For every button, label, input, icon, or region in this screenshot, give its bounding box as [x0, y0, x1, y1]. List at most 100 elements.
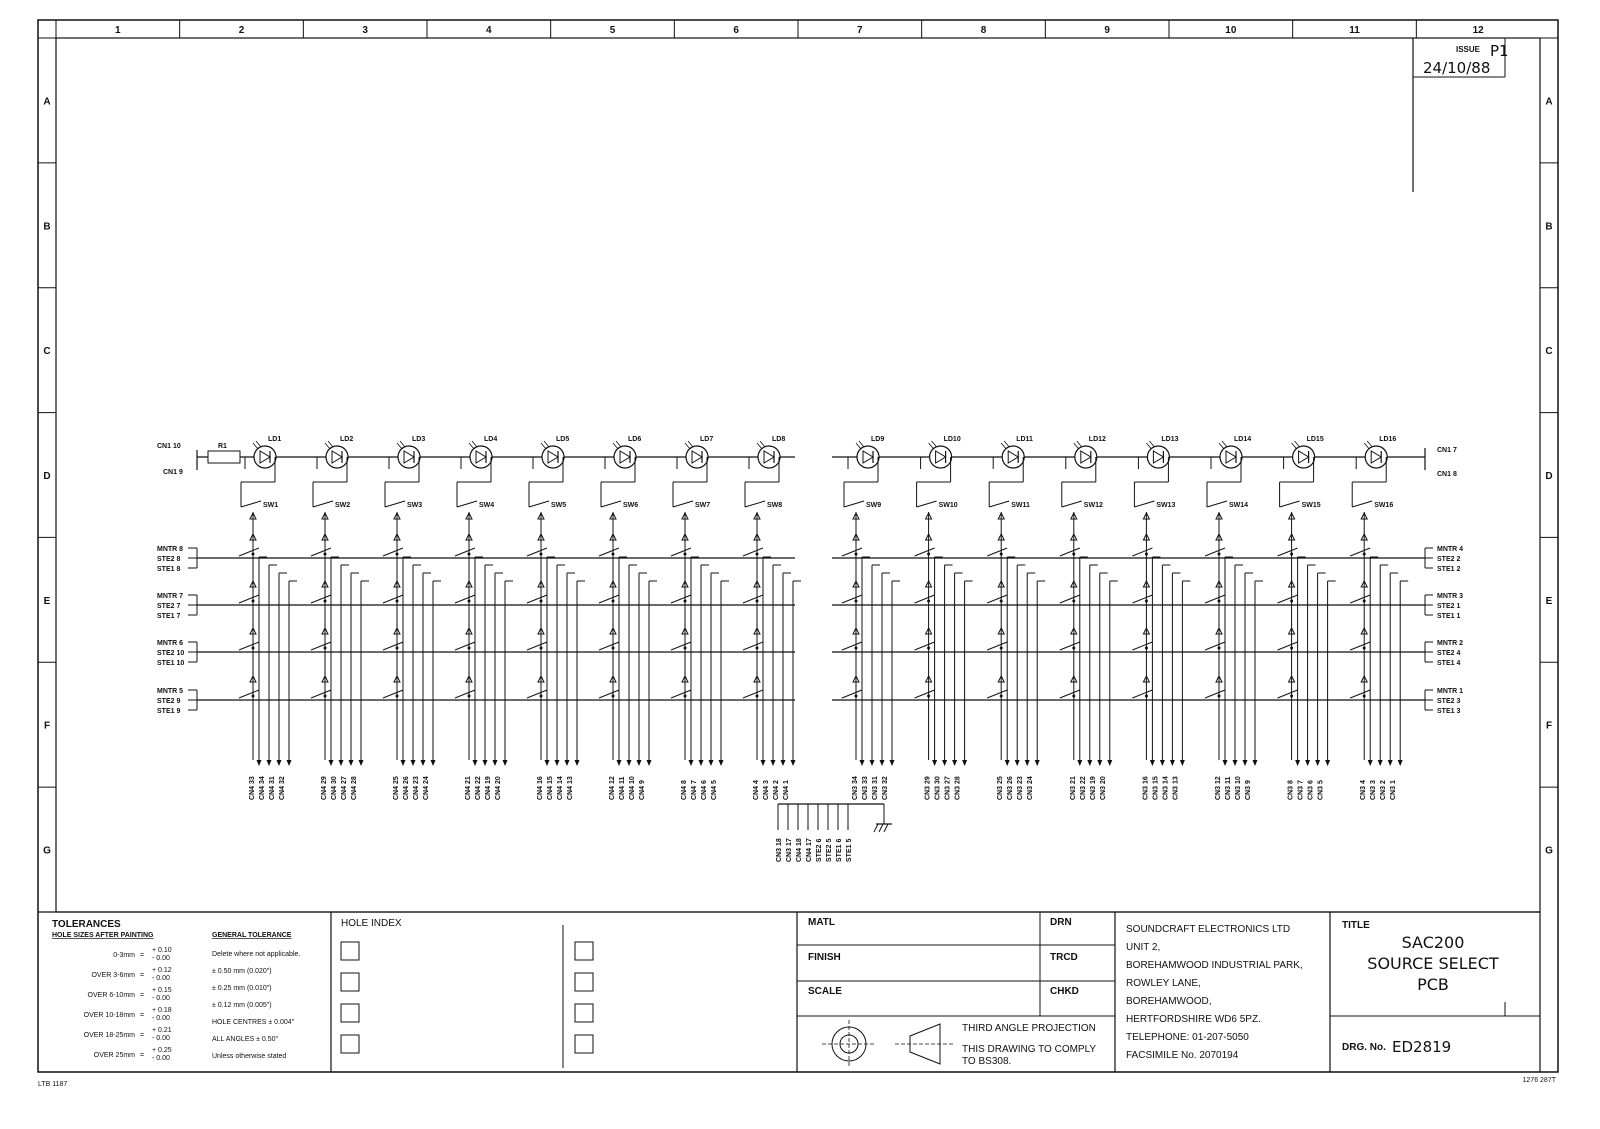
switch-contact [238, 641, 260, 651]
switch-contact [312, 500, 334, 508]
chkd-label: CHKD [1050, 986, 1079, 997]
pin-label: CN4 14 [557, 776, 564, 800]
led-label: LD14 [1234, 436, 1251, 443]
bus-left-label: MNTR 7 [157, 593, 183, 600]
led-icon [757, 445, 781, 469]
switch-contact [987, 689, 1008, 699]
switch-label: SW8 [767, 502, 782, 509]
led-ray [855, 442, 862, 450]
led-icon [253, 445, 277, 469]
led-ray [687, 440, 694, 448]
grid-row-label-left: A [43, 96, 50, 107]
switch-contact [1132, 594, 1153, 604]
tolerance-plus: + 0.10 [152, 947, 172, 954]
pin-label: CN4 6 [701, 780, 708, 800]
led-icon [541, 445, 565, 469]
pin-label: CN4 11 [619, 777, 626, 800]
ground-icon [873, 823, 879, 833]
switch-contact [987, 547, 1008, 557]
switch-contact [914, 547, 935, 557]
grid-row-label-right: F [1546, 721, 1552, 732]
grid-row-label-left: B [43, 221, 50, 232]
general-tolerance-item: ± 0.50 mm (0.020") [212, 968, 272, 975]
ground-pin-label: CN3 17 [786, 838, 793, 862]
grid-column-label: 8 [981, 25, 987, 36]
pin-label: CN3 12 [1215, 776, 1222, 800]
switch-contact [1061, 500, 1082, 508]
company-line: ROWLEY LANE, [1126, 978, 1201, 989]
led-ray [1363, 442, 1370, 450]
switch-label: SW2 [335, 502, 350, 509]
switch-contact [598, 641, 620, 651]
finish-label: FINISH [808, 952, 841, 963]
tolerance-range: OVER 6-10mm [88, 992, 136, 999]
switch-label: SW5 [551, 502, 566, 509]
led-label: LD1 [268, 436, 281, 443]
tolerance-range: OVER 25mm [94, 1052, 135, 1059]
led-ray [1146, 442, 1152, 450]
pin-label: CN4 5 [711, 780, 718, 800]
switch-contact [914, 641, 935, 651]
switch-contact [454, 594, 476, 604]
led-ray [1073, 442, 1080, 450]
switch-label: SW11 [1011, 502, 1030, 509]
switch-contact [526, 547, 548, 557]
switch-label: SW1 [263, 502, 278, 509]
led-label: LD6 [628, 436, 641, 443]
right-connector-bottom: CN1 8 [1437, 471, 1457, 478]
switch-contact [987, 594, 1008, 604]
led-icon [397, 445, 421, 469]
switch-contact [914, 689, 935, 699]
pin-label: CN3 11 [1225, 777, 1232, 800]
led-ray [471, 440, 478, 448]
company-line: BOREHAMWOOD INDUSTRIAL PARK, [1126, 960, 1303, 971]
switch-contact [742, 547, 764, 557]
switch-label: SW10 [939, 502, 958, 509]
led-icon [1074, 445, 1098, 469]
led-icon [928, 445, 953, 469]
bus-left-label: MNTR 8 [157, 546, 183, 553]
tolerance-eq: = [140, 952, 144, 959]
switch-label: SW9 [866, 502, 881, 509]
pin-label: CN4 15 [547, 776, 554, 800]
pin-label: CN4 22 [475, 776, 482, 800]
tolerance-eq: = [140, 972, 144, 979]
switch-contact [1132, 641, 1153, 651]
grid-row-label-right: C [1545, 346, 1552, 357]
general-tolerance-list: Delete where not applicable.± 0.50 mm (0… [212, 951, 300, 1060]
projection-line-1: THIRD ANGLE PROJECTION [962, 1023, 1096, 1034]
general-tolerance-item: Unless otherwise stated [212, 1053, 286, 1060]
grid-row-label-right: A [1545, 96, 1552, 107]
led-ray [1218, 442, 1225, 450]
pin-label: CN3 5 [1318, 780, 1325, 800]
switch-contact [742, 689, 764, 699]
led-icon [856, 445, 880, 469]
switch-contact [987, 641, 1008, 651]
switch-contact [1204, 689, 1226, 699]
general-tolerance-item: ± 0.12 mm (0.005") [212, 1002, 272, 1009]
led-label: LD16 [1379, 436, 1396, 443]
led-ray [1291, 442, 1297, 450]
pin-label: CN4 29 [321, 776, 328, 800]
bus-right-label: STE2 4 [1437, 650, 1460, 657]
ground-pin-label: CN3 18 [776, 838, 783, 862]
switch-label: SW16 [1374, 502, 1393, 509]
pin-label: CN4 31 [269, 776, 276, 800]
bus-left-label: STE2 7 [157, 603, 180, 610]
led-ray [327, 440, 334, 448]
drn-label: DRN [1050, 917, 1072, 928]
pin-label: CN3 8 [1288, 780, 1295, 800]
tolerance-minus: - 0.00 [152, 1055, 170, 1062]
pin-label: CN3 4 [1360, 780, 1367, 800]
hole-index-checkbox [340, 1034, 360, 1054]
ground-pin-label: STE1 6 [836, 839, 843, 862]
hole-index-label: HOLE INDEX [341, 918, 402, 929]
pin-label: CN3 2 [1380, 780, 1387, 800]
